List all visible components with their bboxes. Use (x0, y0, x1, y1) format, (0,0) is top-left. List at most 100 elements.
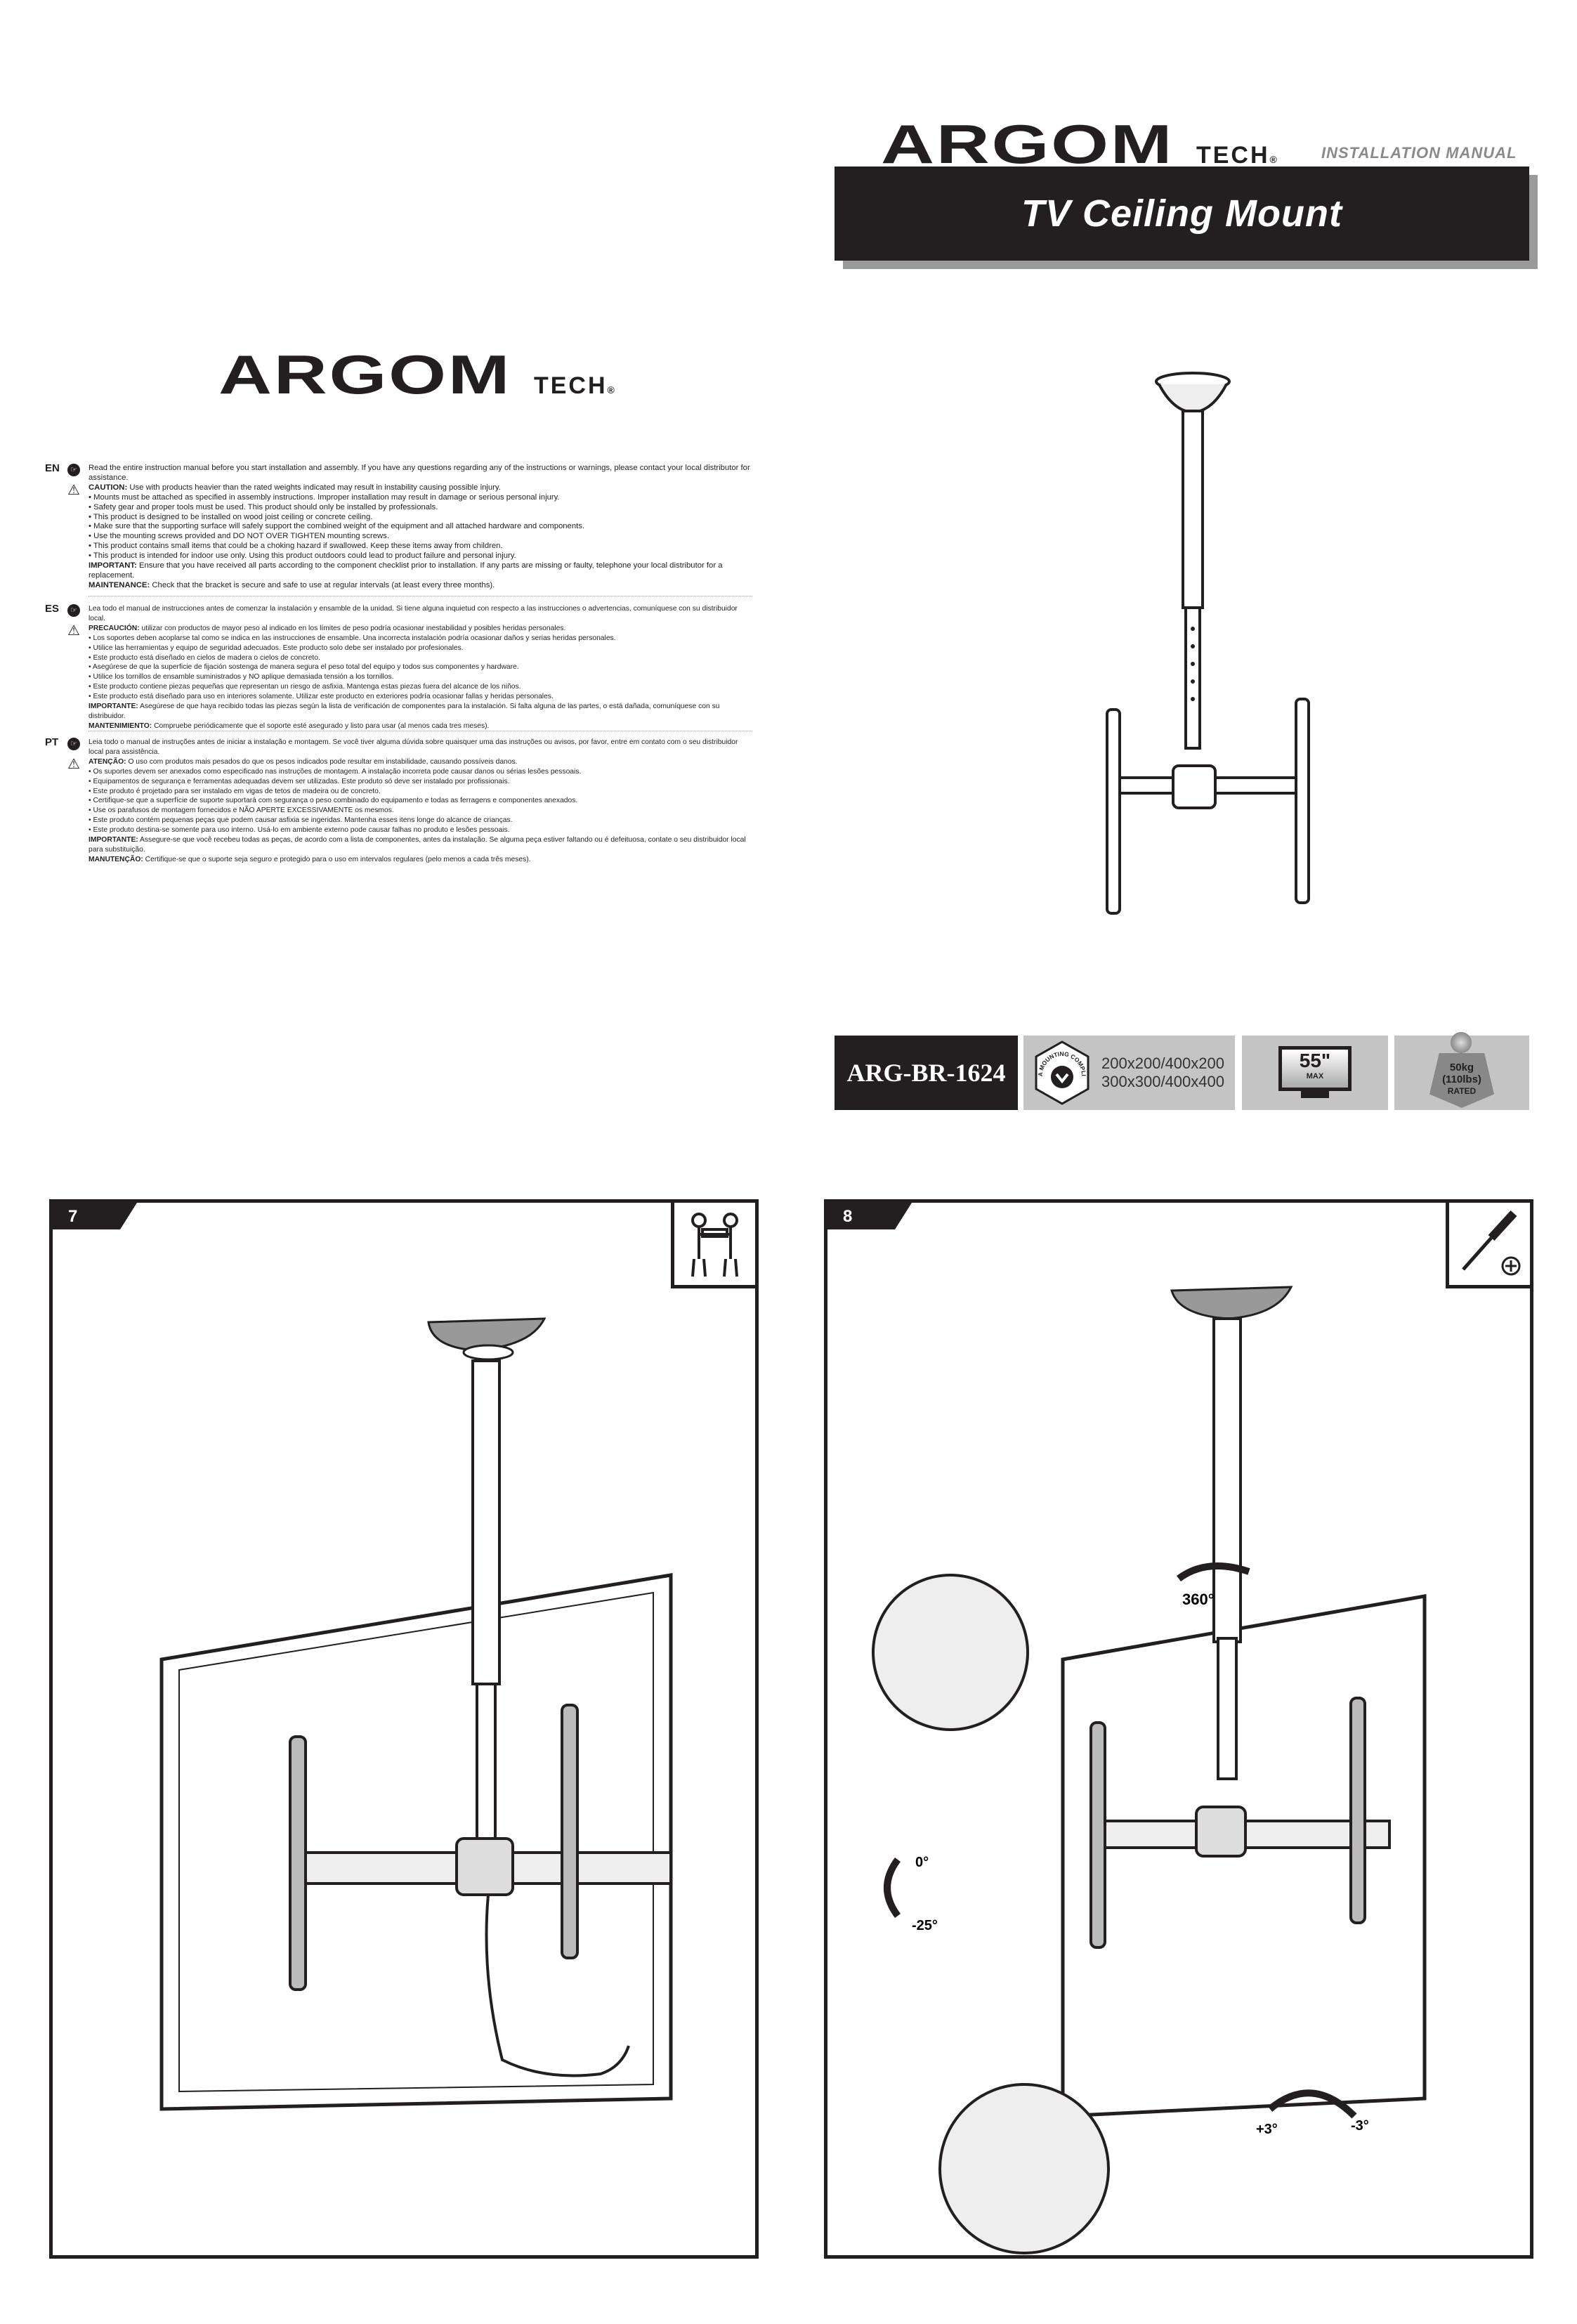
max-size: 55" (1299, 1050, 1331, 1071)
paragraph-text: • Asegúrese de que la superficie de fija… (89, 663, 519, 672)
section-paragraph: • Use os parafusos de montagem fornecido… (89, 806, 754, 816)
section-paragraph: • Equipamentos de segurança e ferramenta… (89, 777, 754, 787)
section-paragraph: • This product contains small items that… (89, 542, 754, 551)
doc-type-label: INSTALLATION MANUAL (1321, 144, 1517, 162)
two-person-icon (671, 1203, 755, 1288)
paragraph-text: Lea todo el manual de instrucciones ante… (89, 605, 738, 622)
section-body: Lea todo el manual de instrucciones ante… (89, 604, 754, 731)
section-paragraph: IMPORTANTE: Asegúrese de que haya recibi… (89, 702, 754, 722)
paragraph-label: PRECAUCIÓN: (89, 624, 140, 632)
step-7-panel: 7 (49, 1199, 759, 2259)
paragraph-text: • Certifique-se que a superfície de supo… (89, 797, 578, 805)
tilt-up-label: 0° (915, 1855, 929, 1870)
paragraph-text: • Make sure that the supporting surface … (89, 522, 585, 531)
section-paragraph: ATENÇÃO: O uso com produtos mais pesados… (89, 757, 754, 767)
section-paragraph: • Este producto contiene piezas pequeñas… (89, 682, 754, 692)
paragraph-text: O uso com produtos mais pesados do que o… (126, 757, 518, 766)
section-paragraph: • Este produto destina-se somente para u… (89, 825, 754, 835)
section-paragraph: • Make sure that the supporting surface … (89, 522, 754, 532)
paragraph-label: IMPORTANTE: (89, 703, 138, 711)
paragraph-text: • Este producto contiene piezas pequeñas… (89, 683, 521, 691)
weight-label: RATED (1447, 1086, 1477, 1096)
section-paragraph: MANUTENÇÃO: Certifique-se que o suporte … (89, 855, 754, 865)
section-paragraph: PRECAUCIÓN: utilizar con productos de ma… (89, 624, 754, 634)
section-paragraph: • Los soportes deben acoplarse tal como … (89, 634, 754, 644)
paragraph-text: • Este produto destina-se somente para u… (89, 826, 510, 835)
paragraph-text: • Este producto está diseñado para uso e… (89, 693, 554, 701)
brand-name: ARGOM (881, 113, 1174, 175)
vesa-compliant-icon: VESA MOUNTING COMPLIANT (1034, 1040, 1089, 1105)
lang-code: ES (45, 603, 60, 615)
weight-spec: 50kg(110lbs)RATED (1394, 1032, 1529, 1110)
paragraph-text: • Este producto está diseñado en cielos … (89, 653, 320, 662)
vesa-spec: VESA MOUNTING COMPLIANT 200x200/400x2003… (1023, 1036, 1235, 1110)
paragraph-text: • Este produto contém pequenas peças que… (89, 816, 513, 825)
section-paragraph: • This product is designed to be install… (89, 513, 754, 523)
paragraph-text: Check that the bracket is secure and saf… (150, 580, 495, 589)
section-paragraph: • Este produto contém pequenas peças que… (89, 816, 754, 825)
paragraph-text: • Los soportes deben acoplarse tal como … (89, 634, 616, 642)
section-body: Leia todo o manual de instruções antes d… (89, 738, 754, 865)
paragraph-text: Use with products heavier than the rated… (127, 483, 501, 492)
paragraph-label: ATENÇÃO: (89, 757, 126, 766)
warning-icon: ⚠ (67, 623, 80, 639)
paragraph-text: Leia todo o manual de instruções antes d… (89, 738, 738, 756)
section-paragraph: Read the entire instruction manual befor… (89, 464, 754, 483)
lang-code: PT (45, 736, 59, 748)
paragraph-text: • Os suportes devem ser anexados como es… (89, 767, 582, 776)
paragraph-label: MANUTENÇÃO: (89, 855, 143, 863)
paragraph-text: Assegure-se que você recebeu todas as pe… (89, 836, 746, 854)
weight-icon: 50kg(110lbs)RATED (1427, 1032, 1497, 1108)
tv-icon: 55"MAX (1278, 1046, 1352, 1099)
tilt-down-label: -25° (912, 1918, 938, 1933)
paragraph-label: MAINTENANCE: (89, 580, 150, 589)
paragraph-text: • Safety gear and proper tools must be u… (89, 502, 438, 511)
section-es: ES ☞ ⚠ Lea todo el manual de instruccion… (45, 603, 754, 731)
step-number: 7 (53, 1203, 137, 1229)
paragraph-text: Read the entire instruction manual befor… (89, 464, 750, 482)
step-number: 8 (827, 1203, 912, 1229)
read-manual-icon: ☞ (67, 464, 80, 476)
paragraph-text: • Utilice los tornillos de ensamble sumi… (89, 673, 394, 681)
vesa-line: 300x300/400x400 (1101, 1073, 1224, 1090)
title-banner: TV Ceiling Mount (835, 167, 1529, 261)
section-body: Read the entire instruction manual befor… (89, 464, 754, 591)
section-paragraph: IMPORTANT: Ensure that you have received… (89, 561, 754, 581)
paragraph-text: Certifique-se que o suporte seja seguro … (143, 855, 531, 863)
swivel-plus-label: +3° (1256, 2122, 1278, 2137)
section-paragraph: • Mounts must be attached as specified i… (89, 493, 754, 503)
step-7-illustration (159, 1317, 673, 2111)
section-paragraph: • Os suportes devem ser anexados como es… (89, 767, 754, 777)
swivel-minus-label: -3° (1351, 2118, 1369, 2134)
paragraph-text: • Utilice las herramientas y equipo de s… (89, 644, 464, 652)
max-size-spec: 55"MAX (1242, 1036, 1388, 1110)
paragraph-text: Asegúrese de que haya recibido todas las… (89, 703, 720, 720)
paragraph-text: • Use the mounting screws provided and D… (89, 532, 389, 541)
section-paragraph: MANTENIMIENTO: Compruebe periódicamente … (89, 722, 754, 731)
section-paragraph: • Use the mounting screws provided and D… (89, 532, 754, 542)
max-label: MAX (1306, 1072, 1324, 1081)
page-title: TV Ceiling Mount (1021, 192, 1342, 235)
section-paragraph: • Utilice las herramientas y equipo de s… (89, 644, 754, 653)
paragraph-text: • Mounts must be attached as specified i… (89, 492, 560, 502)
warning-icon: ⚠ (67, 483, 80, 498)
section-paragraph: MAINTENANCE: Check that the bracket is s… (89, 581, 754, 591)
section-pt: PT ☞ ⚠ Leia todo o manual de instruções … (45, 736, 754, 865)
weight-kg: 50kg (1449, 1062, 1474, 1073)
step-8-illustration: 360° 0° -25° +3° -3° (872, 1286, 1427, 2254)
screwdriver-icon (1446, 1203, 1530, 1288)
paragraph-text: • This product is intended for indoor us… (89, 551, 516, 561)
brand-suffix: TECH (1196, 142, 1270, 169)
section-paragraph: • Asegúrese de que la superficie de fija… (89, 662, 754, 672)
section-paragraph: • Este producto está diseñado en cielos … (89, 653, 754, 663)
product-illustration (1106, 372, 1310, 915)
brand-suffix: TECH (533, 372, 608, 399)
brand-name: ARGOM (218, 344, 512, 405)
section-paragraph: • Certifique-se que a superfície de supo… (89, 796, 754, 806)
step-8-panel: 8 360° 0° -25° +3° -3° (824, 1199, 1533, 2259)
paragraph-label: IMPORTANTE: (89, 836, 138, 844)
section-paragraph: IMPORTANTE: Assegure-se que você recebeu… (89, 835, 754, 855)
section-paragraph: • Utilice los tornillos de ensamble sumi… (89, 672, 754, 682)
